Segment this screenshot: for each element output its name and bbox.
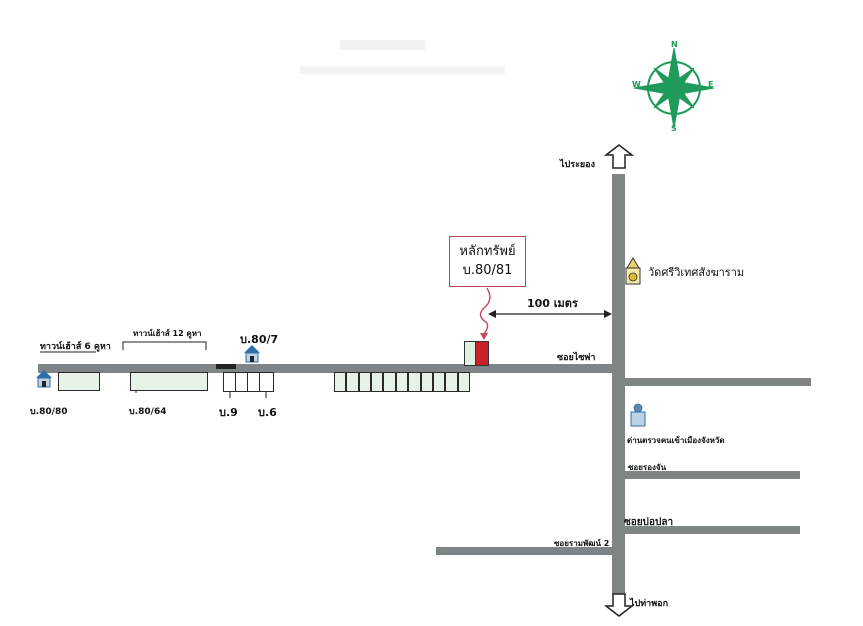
- townhouse-12-bracket: [122, 341, 207, 350]
- lot-unit: [358, 372, 372, 392]
- lot-house-6: [259, 372, 274, 392]
- soi-road-east-2: [624, 471, 800, 479]
- lot-unit: [371, 372, 384, 392]
- soi-road-east-3: [624, 526, 800, 534]
- main-road-north-label: ไประยอง: [560, 160, 595, 170]
- main-road-vertical: [612, 174, 625, 594]
- house-9-label: บ.9: [219, 406, 238, 419]
- property-label-box: หลักทรัพย์ บ.80/81: [449, 236, 526, 287]
- distance-label: 100 เมตร: [527, 297, 578, 310]
- townhouse-12-label: ทาวน์เฮ้าส์ 12 คูหา: [133, 329, 202, 338]
- house-80-7-icon: [244, 345, 260, 363]
- side-road-label: ซอยไซพ่า: [557, 353, 596, 363]
- lot-row: [334, 372, 470, 392]
- property-marker-red: [475, 341, 489, 366]
- side-road-horizontal: [38, 364, 623, 373]
- house-6-label: บ.6: [258, 406, 277, 419]
- soi-road-east-1: [624, 378, 811, 386]
- compass-w: W: [632, 80, 641, 89]
- lot-unit: [457, 372, 470, 392]
- lot-unit: [383, 372, 396, 392]
- distance-arrow: [488, 310, 612, 318]
- lot-unit: [346, 372, 359, 392]
- compass-e: E: [708, 80, 714, 89]
- property-label-line1: หลักทรัพย์: [459, 244, 516, 259]
- house-80-7-label: บ.80/7: [240, 333, 279, 346]
- compass-s: S: [671, 124, 677, 133]
- property-label-line2: บ.80/81: [462, 263, 513, 278]
- arrow-north-icon: [603, 144, 635, 169]
- house-80-64-label: บ.80/64: [129, 407, 167, 417]
- soi-label-3: ซอยรามพัฒน์ 2: [554, 539, 610, 548]
- lot-unit: [432, 372, 446, 392]
- arrow-south-icon: [603, 593, 635, 617]
- temple-label: วัดศรีวิเทศสังฆาราม: [648, 266, 745, 279]
- house-80-80-icon: [36, 370, 52, 388]
- compass-n: N: [671, 40, 678, 49]
- lot-townhouse-12: [130, 372, 208, 391]
- faint-header-2: [300, 66, 505, 74]
- main-road-south-label: ไปท่าพอก: [630, 599, 669, 609]
- immigration-label: ด่านตรวจคนเข้าเมืองจังหวัด: [627, 436, 725, 445]
- soi-label-1: ซอยรองจัน: [628, 463, 667, 472]
- lot-unit: [420, 372, 433, 392]
- lot-unit: [408, 372, 421, 392]
- faint-header-1: [340, 40, 425, 50]
- soi-road-west: [436, 547, 614, 555]
- lot-unit: [445, 372, 458, 392]
- lot-unit: [334, 372, 347, 392]
- property-pointer: [479, 287, 491, 335]
- lot-townhouse-6: [58, 372, 100, 391]
- lot-unit: [395, 372, 409, 392]
- soi-label-2: ซอยบ่อปลา: [624, 517, 674, 528]
- townhouse-6-label: ทาวน์เฮ้าส์ 6 คูหา: [40, 342, 111, 352]
- house-80-80-label: บ.80/80: [30, 407, 68, 417]
